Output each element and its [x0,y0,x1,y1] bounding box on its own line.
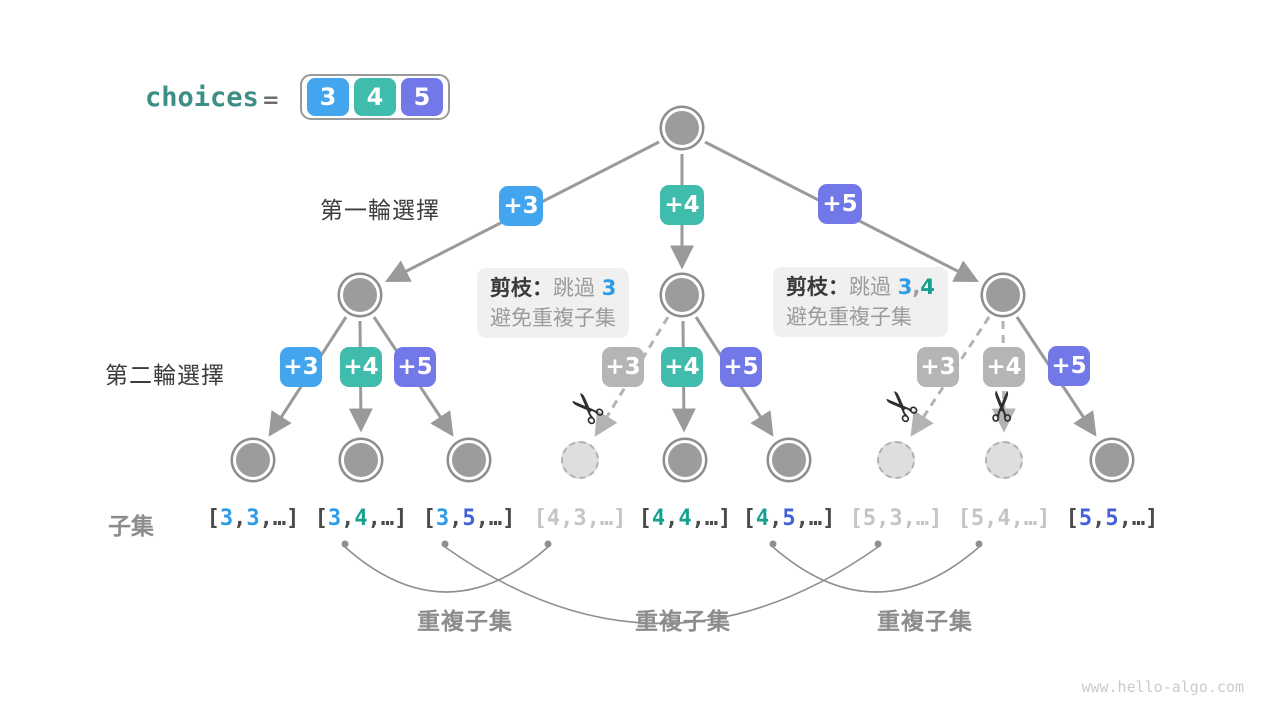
leaf-node-33 [233,440,273,480]
subset-34: [3,4,…] [314,506,408,531]
pruning-note-title: 剪枝： [786,275,849,299]
tree-root-node [662,108,702,148]
choices-array: 3 4 5 [300,74,450,120]
edge-badge-plus4: +4 [661,347,703,387]
leaf-node-45 [769,440,809,480]
leaf-node-35 [449,440,489,480]
leaf-node-44 [665,440,705,480]
edge-badge-plus5: +5 [818,184,862,224]
subset-45: [4,5,…] [742,506,836,531]
pruning-note-values: 3,4 [897,275,935,299]
subset-44: [4,4,…] [638,506,732,531]
tree-node-3 [340,275,380,315]
pruning-note-title: 剪枝： [490,276,553,300]
pruning-note-body: 跳過 [553,276,602,300]
leaf-node-34 [341,440,381,480]
leaf-node-53-pruned [877,441,915,479]
edge-badge-plus5: +5 [1048,346,1090,386]
scissors-icon: ✂ [978,388,1027,424]
pruning-note-body: 跳過 [849,275,898,299]
edge-badge-plus4: +4 [660,185,704,225]
choices-variable-label: choices [145,82,259,113]
edge-badge-plus5: +5 [720,347,762,387]
subset-43-pruned: [4,3,…] [533,506,627,531]
round-1-label: 第一輪選擇 [320,198,440,224]
subset-54-pruned: [5,4,…] [957,506,1051,531]
pruning-note-1: 剪枝：跳過 3 避免重複子集 [477,268,630,338]
pruning-note-line2: 避免重複子集 [490,306,616,330]
duplicate-subset-label: 重複子集 [635,609,731,635]
edge-badge-plus4-pruned: +4 [983,347,1025,387]
choices-item-4: 4 [354,78,396,116]
tree-node-5 [983,275,1023,315]
leaf-node-43-pruned [561,441,599,479]
edge-badge-plus5: +5 [394,347,436,387]
subsets-row-label: 子集 [108,514,154,540]
choices-item-5: 5 [401,78,443,116]
pruning-note-line2: 避免重複子集 [786,305,912,329]
edge-badge-plus3: +3 [280,347,322,387]
edge-badge-plus4: +4 [340,347,382,387]
subset-55: [5,5,…] [1065,506,1159,531]
subset-33: [3,3,…] [206,506,300,531]
leaf-node-55 [1092,440,1132,480]
edge-badge-plus3: +3 [499,186,543,226]
leaf-node-54-pruned [985,441,1023,479]
equals-sign: = [262,88,280,112]
edge-badge-plus3-pruned: +3 [917,347,959,387]
choices-item-3: 3 [307,78,349,116]
edge-badge-plus3-pruned: +3 [602,347,644,387]
pruning-note-2: 剪枝：跳過 3,4 避免重複子集 [773,267,948,337]
subset-53-pruned: [5,3,…] [849,506,943,531]
round-2-label: 第二輪選擇 [105,363,225,389]
subset-35: [3,5,…] [422,506,516,531]
duplicate-subset-label: 重複子集 [877,609,973,635]
duplicate-subset-label: 重複子集 [417,609,513,635]
tree-node-4 [662,275,702,315]
pruning-note-values: 3 [601,276,617,300]
watermark-url: www.hello-algo.com [1081,678,1244,696]
